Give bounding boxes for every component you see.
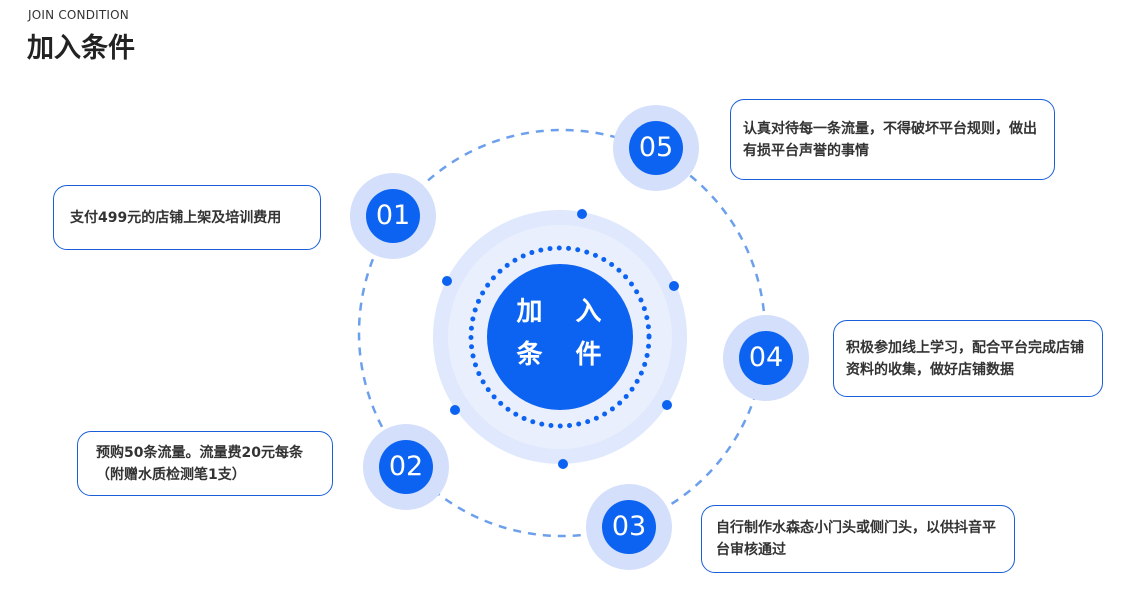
orbit-dot [442,276,452,286]
node-01-number: 01 [375,200,411,231]
orbit-dot [558,459,568,469]
orbit-dot [662,400,672,410]
node-05-circle [629,121,683,175]
inner-dotted-ring [468,245,652,429]
page-title: 加入条件 [27,33,135,64]
center-label: 加 入 条 件 [486,291,632,377]
condition-text-05: 认真对待每一条流量，不得破坏平台规则，做出有损平台声誉的事情 [743,120,1037,159]
condition-box-05: 认真对待每一条流量，不得破坏平台规则，做出有损平台声誉的事情 [730,99,1055,180]
condition-text-03: 自行制作水森态小门头或侧门头，以供抖音平台审核通过 [716,520,996,558]
node-01-circle [366,189,420,243]
condition-text-01: 支付499元的店铺上架及培训费用 [70,209,282,226]
node-03-number: 03 [611,511,647,542]
node-04-circle [739,331,793,385]
condition-box-04: 积极参加线上学习，配合平台完成店铺资料的收集，做好店铺数据 [833,320,1103,397]
orbit-dot [577,209,587,219]
node-02-number: 02 [388,451,424,482]
node-05-number: 05 [638,132,674,163]
orbit-dot [669,281,679,291]
condition-box-03: 自行制作水森态小门头或侧门头，以供抖音平台审核通过 [701,505,1015,573]
orbit-dot [450,405,460,415]
center-circle [487,264,633,410]
condition-box-02: 预购50条流量。流量费20元每条（附赠水质检测笔1支） [77,431,333,496]
condition-text-02: 预购50条流量。流量费20元每条（附赠水质检测笔1支） [96,444,303,483]
node-03-circle [602,500,656,554]
center-label-line1: 加 入 [516,297,614,327]
node-02-circle [379,440,433,494]
condition-text-04: 积极参加线上学习，配合平台完成店铺资料的收集，做好店铺数据 [846,339,1084,378]
center-label-line2: 条 件 [516,340,614,370]
condition-box-01: 支付499元的店铺上架及培训费用 [53,185,321,250]
section-subtitle: JOIN CONDITION [28,8,129,22]
node-04-number: 04 [748,342,784,373]
